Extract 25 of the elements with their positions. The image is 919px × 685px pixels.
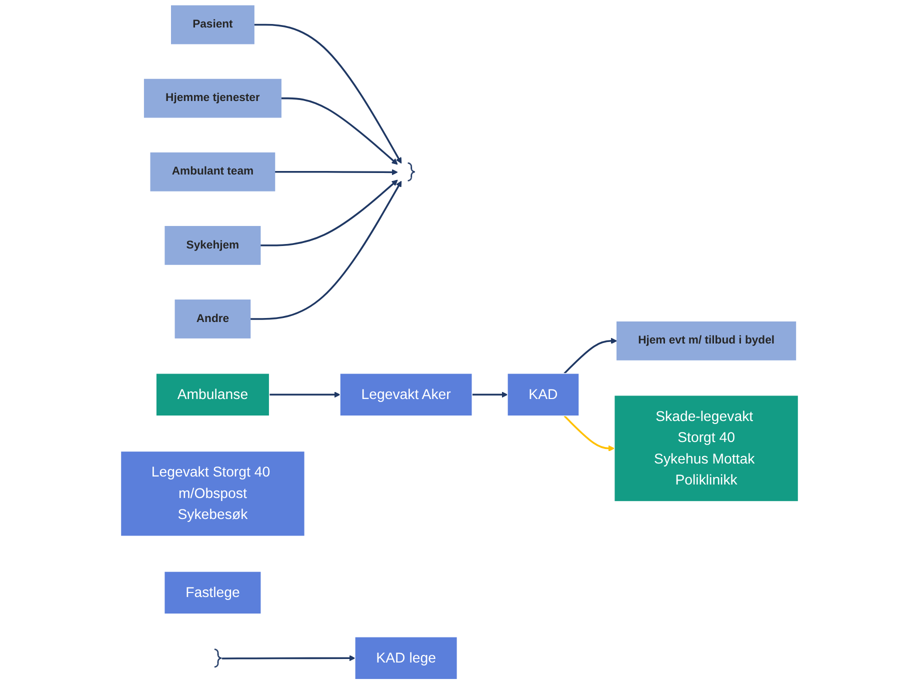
node-box <box>174 300 251 338</box>
node-box <box>144 78 282 118</box>
arrow <box>281 97 398 165</box>
arrow <box>269 392 340 398</box>
arrow <box>260 180 398 246</box>
arrow <box>222 655 356 662</box>
node-box <box>354 636 458 680</box>
arrow <box>254 24 402 164</box>
arrow <box>564 338 618 374</box>
node-box <box>164 571 262 614</box>
node-brace <box>407 162 416 182</box>
node-box <box>340 373 472 416</box>
node-box <box>614 395 799 502</box>
node-box <box>120 450 305 536</box>
node-box <box>616 321 796 360</box>
node-box <box>171 5 254 44</box>
node-box <box>164 226 261 265</box>
arrow <box>274 169 398 176</box>
node-box <box>507 373 580 416</box>
arrow <box>564 415 615 452</box>
arrow <box>472 392 508 398</box>
node-box <box>156 373 270 416</box>
node-box <box>150 152 276 192</box>
node-brace <box>214 648 222 668</box>
arrow <box>250 180 402 320</box>
